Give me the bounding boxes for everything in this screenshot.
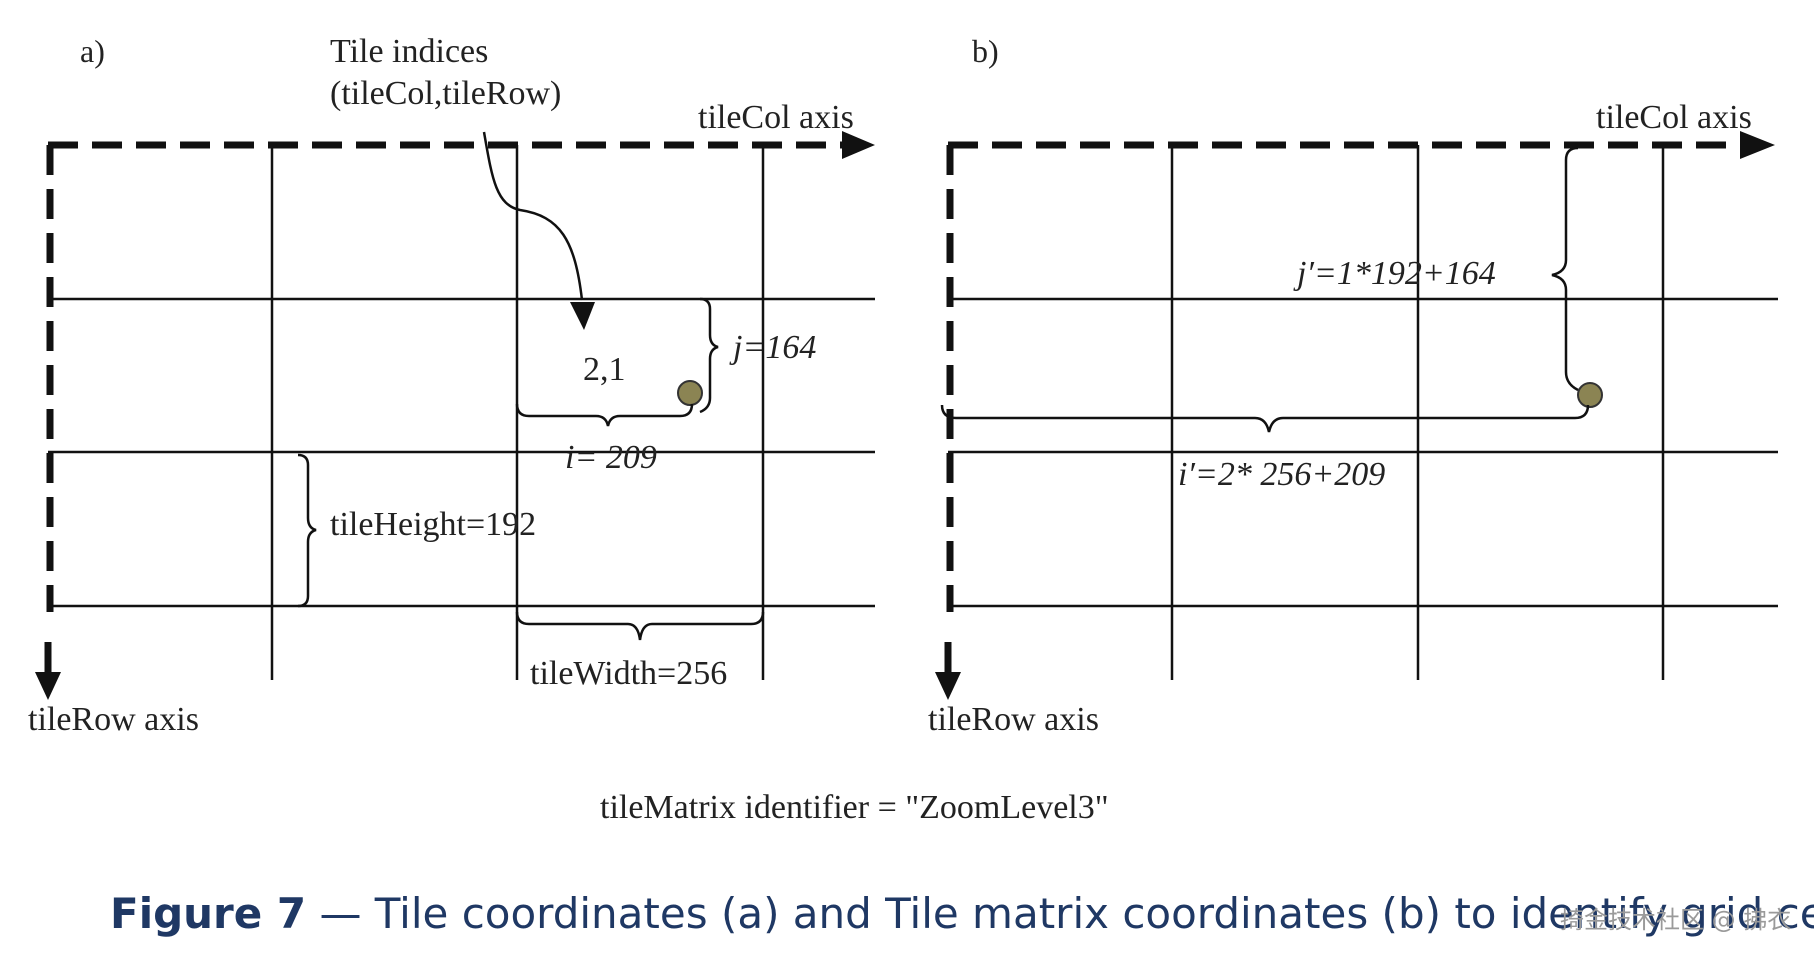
tile-indices-pointer-arrowhead bbox=[570, 302, 595, 330]
tile-height-brace bbox=[297, 453, 317, 608]
pixel-point bbox=[1577, 382, 1603, 408]
tile-width-label: tileWidth=256 bbox=[530, 655, 727, 692]
tile-indices-subtitle: (tileCol,tileRow) bbox=[330, 75, 561, 112]
tile-width-brace bbox=[515, 611, 765, 641]
tilematrix-identifier: tileMatrix identifier = "ZoomLevel3" bbox=[600, 789, 1109, 826]
figure-caption: Figure 7 — Tile coordinates (a) and Tile… bbox=[110, 889, 1814, 938]
tilecol-axis-label: tileCol axis bbox=[1596, 99, 1752, 136]
i-offset-label: i= 209 bbox=[565, 439, 657, 476]
watermark: 掎金技术社区 @ 拂衣 bbox=[1560, 906, 1791, 934]
tilecol-axis-label: tileCol axis bbox=[698, 99, 854, 136]
tilerow-axis-arrowhead bbox=[35, 672, 61, 700]
panel-b: b) tileCol axis j′=1*192+164 i′=2* 256+2… bbox=[928, 33, 1778, 738]
i-brace bbox=[515, 403, 694, 427]
j-prime-brace bbox=[1551, 146, 1579, 392]
panel-b-label: b) bbox=[972, 33, 999, 69]
tile-index-label: 2,1 bbox=[583, 351, 626, 388]
j-offset-label: j=164 bbox=[729, 329, 816, 366]
panel-a-label: a) bbox=[80, 33, 105, 69]
j-brace bbox=[699, 297, 719, 414]
tilerow-axis-arrowhead bbox=[935, 672, 961, 700]
tilerow-axis-label: tileRow axis bbox=[928, 701, 1099, 738]
i-prime-brace bbox=[940, 404, 1590, 433]
tilerow-axis-label: tileRow axis bbox=[28, 701, 199, 738]
tile-indices-title: Tile indices bbox=[330, 33, 488, 70]
panel-a: a) Tile indices (tileCol,tileRow) tileCo… bbox=[28, 33, 875, 738]
figure-caption-text: — Tile coordinates (a) and Tile matrix c… bbox=[306, 889, 1814, 938]
tile-indices-pointer-arrow bbox=[482, 131, 584, 301]
figure-caption-prefix: Figure 7 bbox=[110, 889, 306, 938]
pixel-point bbox=[677, 380, 703, 406]
tile-height-label: tileHeight=192 bbox=[330, 506, 536, 543]
tilecol-axis-arrowhead bbox=[1740, 131, 1775, 159]
tilecol-axis-arrowhead bbox=[842, 131, 875, 159]
j-prime-label: j′=1*192+164 bbox=[1293, 255, 1496, 292]
i-prime-label: i′=2* 256+209 bbox=[1178, 456, 1385, 493]
